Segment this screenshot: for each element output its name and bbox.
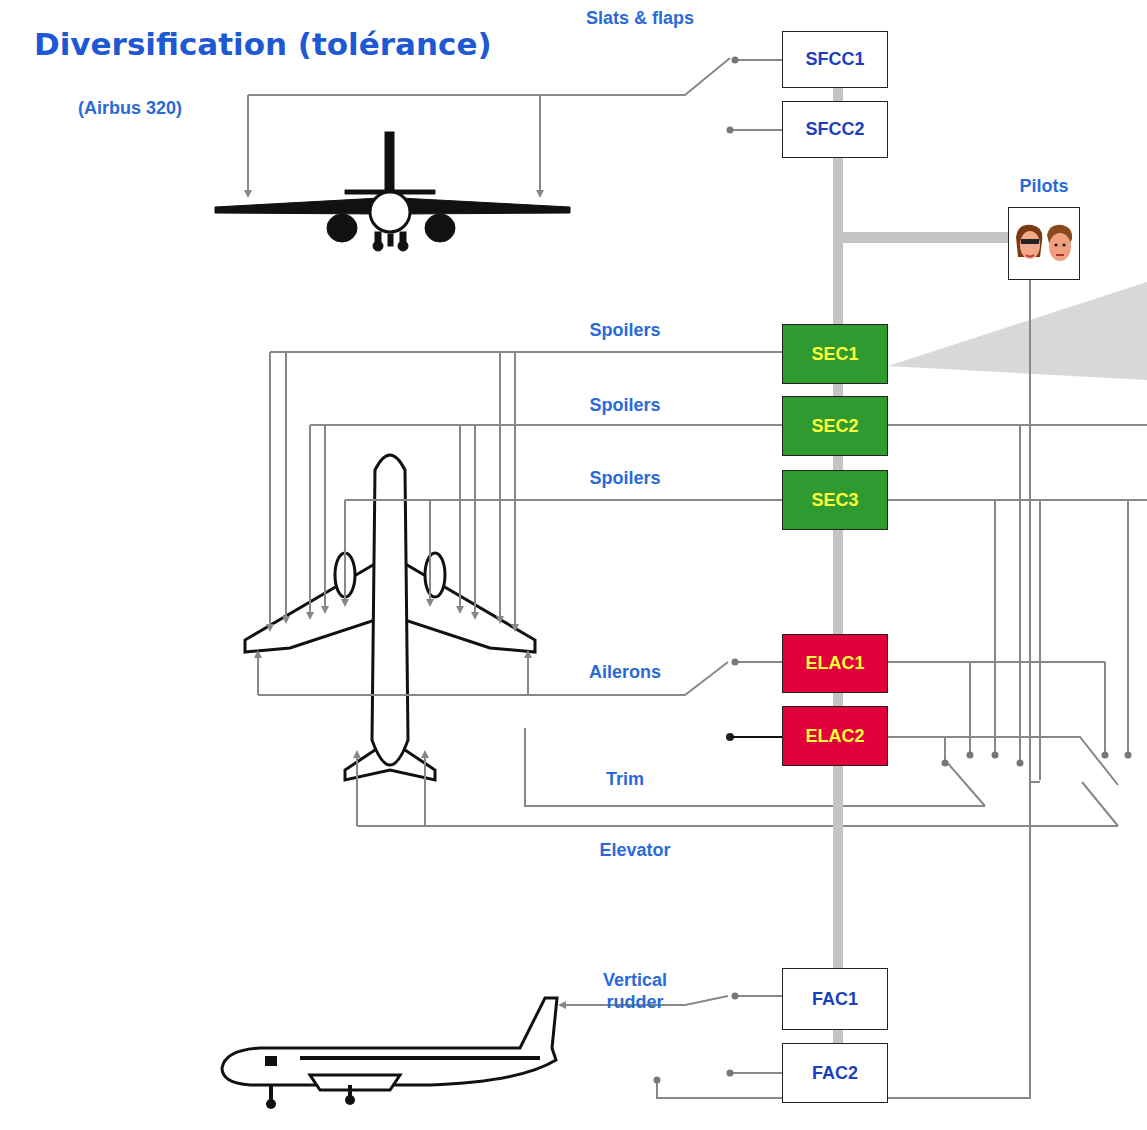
- box-heading: Pilots: [1019, 176, 1068, 197]
- box-label: SEC2: [811, 416, 858, 437]
- computer-box: SFCC2: [782, 101, 888, 158]
- part-label: Ailerons: [560, 662, 690, 684]
- part-label: Elevator: [570, 840, 700, 862]
- part-label: Vertical rudder: [590, 970, 680, 1013]
- title: Diversification (tolérance): [34, 26, 492, 63]
- box-label: ELAC2: [805, 726, 864, 747]
- elac-box: ELAC1: [782, 634, 888, 693]
- part-label: Slats & flaps: [585, 8, 695, 30]
- pilot-faces: [1010, 219, 1078, 269]
- computer-box: FAC2: [782, 1043, 888, 1103]
- box-label: FAC2: [812, 1063, 858, 1084]
- part-label: Spoilers: [560, 320, 690, 342]
- box-label: FAC1: [812, 989, 858, 1010]
- sec-box: SEC1: [782, 324, 888, 384]
- sec-box: SEC3: [782, 470, 888, 530]
- pilots-box: Pilots: [1008, 207, 1080, 280]
- part-label: Spoilers: [560, 468, 690, 490]
- box-label: SEC3: [811, 490, 858, 511]
- box-label: SEC1: [811, 344, 858, 365]
- part-label: Trim: [580, 769, 670, 791]
- box-label: SFCC2: [805, 119, 864, 140]
- box-label: ELAC1: [805, 653, 864, 674]
- box-label: SFCC1: [805, 49, 864, 70]
- data-bus: [838, 158, 1008, 238]
- part-label: Spoilers: [560, 395, 690, 417]
- computer-box: SFCC1: [782, 31, 888, 88]
- elac-box: ELAC2: [782, 706, 888, 766]
- computer-box: FAC1: [782, 968, 888, 1030]
- data-bus: [838, 238, 1008, 324]
- sec-box: SEC2: [782, 396, 888, 456]
- part-label: (Airbus 320): [55, 98, 205, 120]
